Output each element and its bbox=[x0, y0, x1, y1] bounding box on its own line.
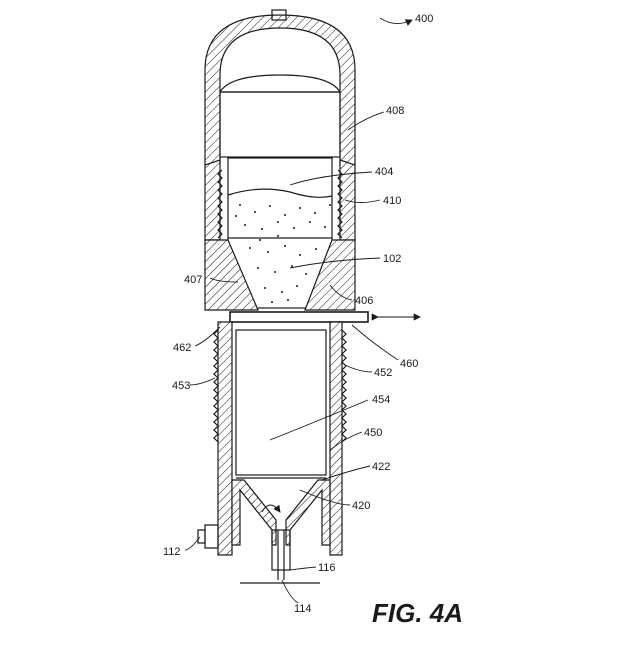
upper-container bbox=[205, 158, 355, 310]
label-454: 454 bbox=[372, 394, 390, 406]
figure-caption: FIG. 4A bbox=[372, 598, 463, 628]
label-462: 462 bbox=[173, 342, 191, 354]
label-102: 102 bbox=[383, 253, 401, 265]
label-422: 422 bbox=[372, 461, 390, 473]
label-410: 410 bbox=[383, 195, 401, 207]
label-460: 460 bbox=[400, 358, 418, 370]
label-420: 420 bbox=[352, 500, 370, 512]
label-450: 450 bbox=[364, 427, 382, 439]
lower-container bbox=[198, 322, 346, 583]
reference-labels: 400 408 404 410 102 407 406 460 462 452 … bbox=[163, 13, 433, 615]
label-408: 408 bbox=[386, 105, 404, 117]
label-112: 112 bbox=[163, 546, 181, 558]
dome-cap bbox=[205, 10, 355, 165]
label-406: 406 bbox=[355, 295, 373, 307]
label-404: 404 bbox=[375, 166, 393, 178]
label-114: 114 bbox=[294, 603, 312, 615]
label-116: 116 bbox=[318, 562, 336, 574]
label-407: 407 bbox=[184, 274, 202, 286]
slide-plate bbox=[230, 312, 420, 322]
label-400: 400 bbox=[415, 13, 433, 25]
label-453: 453 bbox=[172, 380, 190, 392]
label-452: 452 bbox=[374, 367, 392, 379]
